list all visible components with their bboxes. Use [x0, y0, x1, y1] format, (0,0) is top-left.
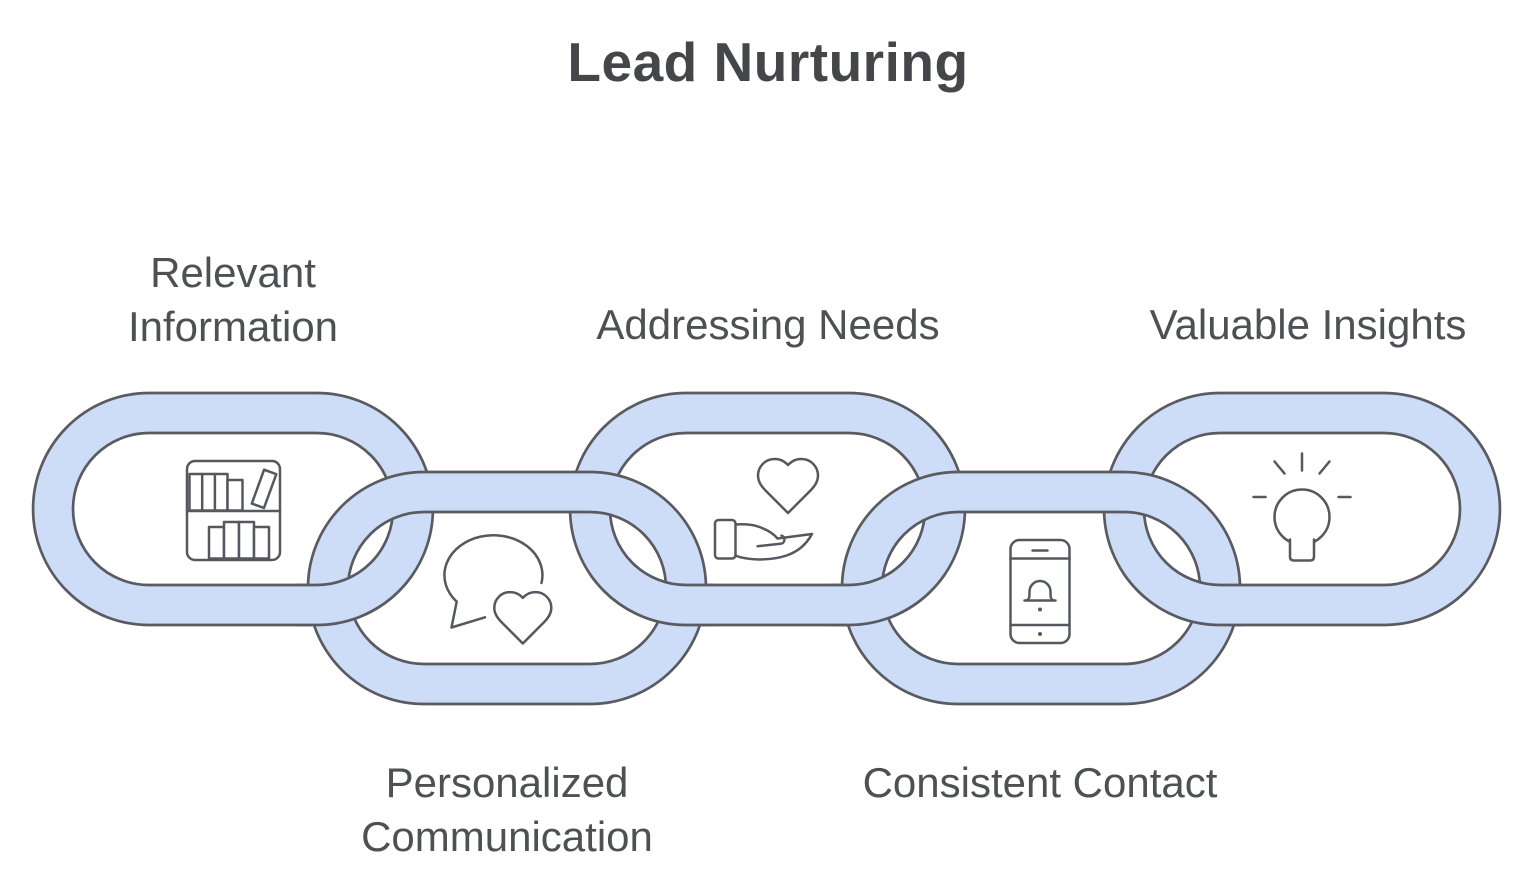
chat-heart-icon	[443, 533, 553, 645]
label-addressing-needs: Addressing Needs	[548, 298, 988, 352]
label-line: Relevant	[150, 249, 316, 296]
heart-icon	[756, 457, 820, 515]
bookshelf-icon	[185, 459, 282, 562]
hand-cuff	[713, 518, 737, 560]
chain-link-personalized-communication	[306, 470, 708, 706]
label-consistent-contact: Consistent Contact	[820, 756, 1260, 810]
phone-bell-icon	[1009, 538, 1071, 645]
hand-heart-icon	[713, 457, 820, 561]
label-line: Information	[127, 303, 339, 350]
label-line: Communication	[361, 813, 653, 860]
chain-link-valuable-insights	[1102, 391, 1502, 627]
label-valuable-insights: Valuable Insights	[1088, 298, 1528, 352]
label-line: Consistent Contact	[862, 759, 1218, 806]
label-line: Addressing Needs	[596, 301, 940, 348]
label-line: Personalized	[385, 759, 629, 806]
label-relevant-information: Relevant Information	[13, 246, 453, 354]
page-title: Lead Nurturing	[567, 31, 969, 93]
bell-icon	[1025, 579, 1055, 602]
heart-icon	[493, 590, 553, 645]
label-line: Valuable Insights	[1149, 301, 1467, 348]
bulb-base	[1288, 538, 1316, 562]
label-personalized-communication: Personalized Communication	[287, 756, 727, 864]
hand-finger-line	[756, 534, 786, 548]
hand-outline	[733, 523, 814, 561]
chain-link-consistent-contact	[840, 470, 1242, 706]
lightbulb-icon	[1252, 452, 1352, 562]
